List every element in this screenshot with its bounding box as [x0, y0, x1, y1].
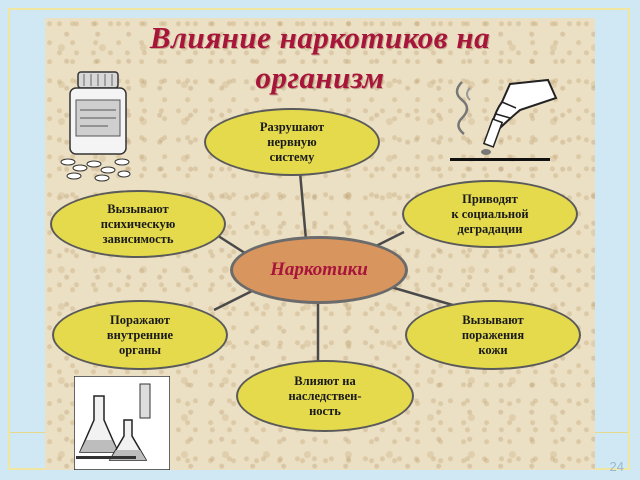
node-social-degradation-label: Приводят к социальной деградации — [451, 191, 529, 236]
lab-flasks-icon — [74, 376, 170, 470]
guide-line-left — [10, 432, 45, 433]
node-skin-damage: Вызывают поражения кожи — [405, 300, 581, 370]
node-nervous-system: Разрушают нервную систему — [204, 108, 380, 176]
node-psychic-dependence: Вызывают психическую зависимость — [50, 190, 226, 258]
title-line-2: организм — [255, 60, 385, 95]
node-psychic-dependence-label: Вызывают психическую зависимость — [100, 201, 176, 246]
node-skin-damage-label: Вызывают поражения кожи — [461, 312, 525, 357]
center-node-label: Наркотики — [270, 259, 368, 280]
node-heredity: Влияют на наследствен- ность — [236, 360, 414, 432]
guide-line-right — [595, 432, 628, 433]
connector-organs — [213, 288, 255, 312]
connector-skin — [383, 283, 457, 308]
slide-title: Влияние наркотиков на организм — [45, 18, 595, 98]
node-internal-organs: Поражают внутренние органы — [52, 300, 228, 370]
connector-nervous — [298, 171, 308, 241]
center-node-narcotics: Наркотики — [230, 236, 408, 304]
page-number: 24 — [609, 459, 624, 474]
node-nervous-system-label: Разрушают нервную систему — [259, 119, 325, 164]
pill-bottle-icon — [60, 71, 131, 182]
node-internal-organs-label: Поражают внутренние органы — [106, 312, 174, 357]
hand-cigarette-icon — [450, 78, 558, 161]
title-line-1: Влияние наркотиков на — [149, 20, 491, 55]
node-social-degradation: Приводят к социальной деградации — [402, 180, 578, 248]
node-heredity-label: Влияют на наследствен- ность — [288, 373, 362, 418]
